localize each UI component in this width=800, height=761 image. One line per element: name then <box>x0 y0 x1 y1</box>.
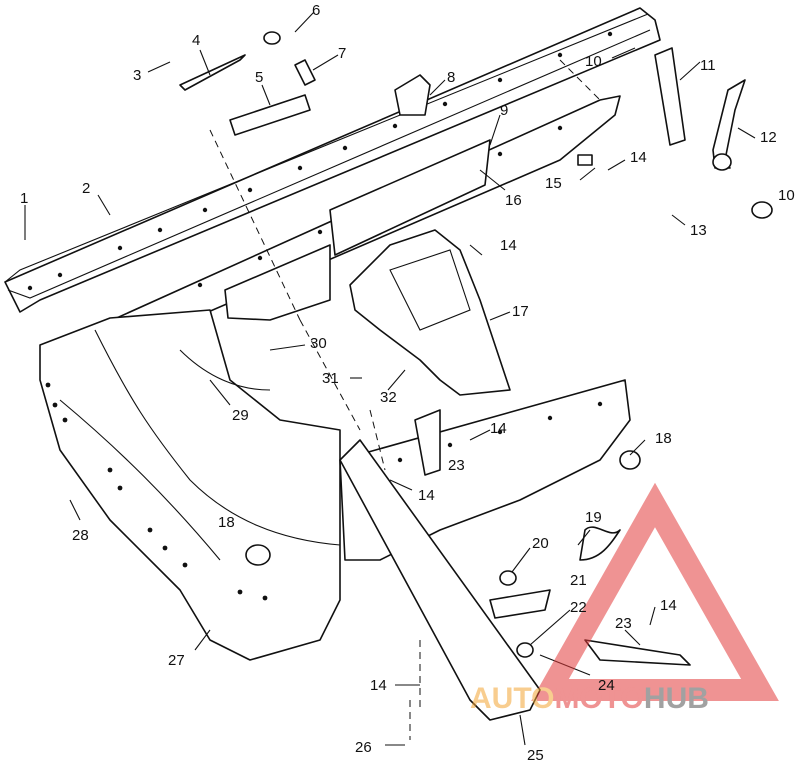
watermark-text: AUTOMOTOHUB <box>470 682 709 715</box>
callout-15: 15 <box>545 175 562 192</box>
upper-rail-part <box>4 7 661 313</box>
part-18-plug-right <box>619 450 641 470</box>
watermark-moto: MOTO <box>554 682 643 715</box>
part-10-cap <box>751 201 773 219</box>
callout-1: 1 <box>20 190 28 207</box>
watermark-hub: HUB <box>644 682 709 715</box>
callout-16: 16 <box>505 192 522 209</box>
callout-19: 19 <box>585 509 602 526</box>
part-23-bracket-left <box>414 409 441 476</box>
bulkhead-gusset-part <box>224 244 331 321</box>
part-5 <box>229 94 311 136</box>
callout-10-top: 10 <box>585 53 602 70</box>
callout-27: 27 <box>168 652 185 669</box>
callout-14-right: 14 <box>660 597 677 614</box>
callout-18-left: 18 <box>218 514 235 531</box>
callout-17: 17 <box>512 303 529 320</box>
center-plate-part <box>329 139 491 256</box>
part-8 <box>394 74 431 116</box>
callout-31: 31 <box>322 370 339 387</box>
watermark-triangle-logo <box>531 482 779 701</box>
callout-4: 4 <box>192 32 200 49</box>
leader-lines <box>24 11 756 746</box>
callout-14-mid: 14 <box>490 420 507 437</box>
alignment-lines <box>209 59 601 740</box>
callout-5: 5 <box>255 69 263 86</box>
callout-18-right: 18 <box>655 430 672 447</box>
part-19-spring <box>579 526 621 561</box>
callout-23-right: 23 <box>615 615 632 632</box>
callout-12: 12 <box>760 129 777 146</box>
belly-pan-part <box>39 309 341 661</box>
part-18-plug-left <box>245 544 271 566</box>
callout-labels: 1 2 3 4 5 6 7 8 9 10 10 11 12 13 14 14 1… <box>20 2 795 761</box>
callout-9: 9 <box>500 102 508 119</box>
rear-frame-bar-part <box>339 439 541 721</box>
callout-10-right: 10 <box>778 187 795 204</box>
callout-25: 25 <box>527 747 544 761</box>
callout-30: 30 <box>310 335 327 352</box>
part-15 <box>577 154 593 166</box>
callout-14-upper-right: 14 <box>630 149 647 166</box>
callout-24: 24 <box>598 677 615 694</box>
callout-23-left: 23 <box>448 457 465 474</box>
callout-14-center: 14 <box>500 237 517 254</box>
callout-8: 8 <box>447 69 455 86</box>
upper-bracket-part <box>654 47 686 146</box>
part-20-plug <box>499 570 517 586</box>
callout-22: 22 <box>570 599 587 616</box>
callout-29: 29 <box>232 407 249 424</box>
part-6 <box>263 31 281 45</box>
autmotohub-watermark: AUTOMOTOHUB <box>470 482 779 715</box>
callout-7: 7 <box>338 45 346 62</box>
part-22-fitting <box>516 642 534 658</box>
callout-2: 2 <box>82 180 90 197</box>
part-23-bracket-right <box>584 639 691 666</box>
part-7 <box>294 59 316 86</box>
callout-6: 6 <box>312 2 320 19</box>
watermark-auto: AUTO <box>470 682 554 715</box>
callout-14-lower: 14 <box>418 487 435 504</box>
part-4 <box>179 54 246 91</box>
center-bracket-part <box>349 229 511 396</box>
part-21-bracket <box>489 589 551 619</box>
callout-14-bottom: 14 <box>370 677 387 694</box>
callout-32: 32 <box>380 389 397 406</box>
callout-21: 21 <box>570 572 587 589</box>
shock-link-part <box>712 79 746 171</box>
callout-26: 26 <box>355 739 372 756</box>
callout-20: 20 <box>532 535 549 552</box>
callout-3: 3 <box>133 67 141 84</box>
callout-28: 28 <box>72 527 89 544</box>
callout-13: 13 <box>690 222 707 239</box>
callout-11: 11 <box>700 57 716 74</box>
